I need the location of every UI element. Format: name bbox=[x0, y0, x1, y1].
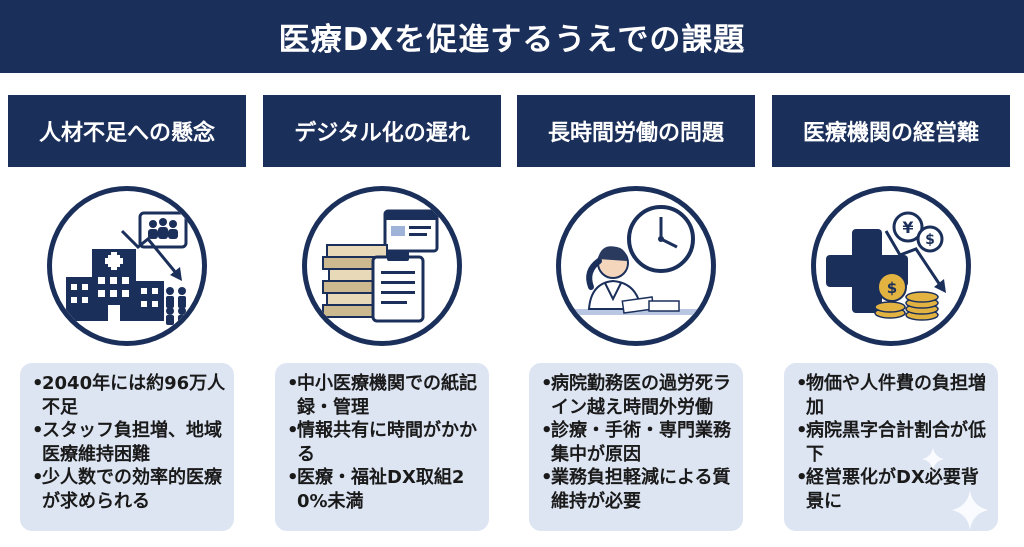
svg-text:¥: ¥ bbox=[902, 218, 913, 237]
bullet-item: 診療・手術・専門業務集中が原因 bbox=[541, 419, 735, 466]
issue-card: 中小医療機関での紙記録・管理 情報共有に時間がかかる 医療・福祉DX取組20%未… bbox=[275, 363, 489, 531]
bullet-item: 病院勤務医の過労死ライン越え時間外労働 bbox=[541, 372, 735, 419]
svg-text:$: $ bbox=[925, 232, 935, 248]
column-heading: デジタル化の遅れ bbox=[263, 95, 501, 167]
page-title: 医療DXを促進するうえでの課題 bbox=[0, 0, 1024, 73]
issue-column-digitalization: デジタル化の遅れ bbox=[263, 95, 501, 545]
bullet-item: 医療・福祉DX取組20%未満 bbox=[287, 466, 481, 513]
issue-column-staff-shortage: 人材不足への懸念 bbox=[8, 95, 246, 545]
column-heading: 長時間労働の問題 bbox=[517, 95, 755, 167]
issue-card: 物価や人件費の負担増加 病院黒字合計割合が低下 経営悪化がDX必要背景に bbox=[784, 363, 998, 531]
bullet-item: 情報共有に時間がかかる bbox=[287, 419, 481, 466]
issue-card: 2040年には約96万人不足 スタッフ負担増、地域医療維持困難 少人数での効率的… bbox=[20, 363, 234, 531]
hospital-staff-decline-icon bbox=[47, 186, 207, 346]
sparkle-icon bbox=[922, 447, 944, 471]
column-heading: 人材不足への懸念 bbox=[8, 95, 246, 167]
bullet-item: 病院黒字合計割合が低下 bbox=[796, 419, 990, 466]
paper-records-icon bbox=[302, 186, 462, 346]
issue-column-management: 医療機関の経営難 ¥ $ $ bbox=[772, 95, 1010, 545]
tired-doctor-clock-icon bbox=[556, 186, 716, 346]
svg-text:$: $ bbox=[887, 279, 897, 297]
bullet-item: 中小医療機関での紙記録・管理 bbox=[287, 372, 481, 419]
sparkle-icon bbox=[952, 490, 988, 530]
bullet-item: 2040年には約96万人不足 bbox=[32, 372, 226, 419]
bullet-item: 物価や人件費の負担増加 bbox=[796, 372, 990, 419]
medical-cross-money-icon: ¥ $ $ bbox=[811, 186, 971, 346]
bullet-item: スタッフ負担増、地域医療維持困難 bbox=[32, 419, 226, 466]
bullet-item: 業務負担軽減による質維持が必要 bbox=[541, 466, 735, 513]
bullet-item: 経営悪化がDX必要背景に bbox=[796, 466, 990, 513]
bullet-item: 少人数での効率的医療が求められる bbox=[32, 466, 226, 513]
issue-card: 病院勤務医の過労死ライン越え時間外労働 診療・手術・専門業務集中が原因 業務負担… bbox=[529, 363, 743, 531]
issue-column-long-hours: 長時間労働の問題 病院勤務医の過労死ライン越え時間外労働 診療・手術・専門業務集… bbox=[517, 95, 755, 545]
column-heading: 医療機関の経営難 bbox=[772, 95, 1010, 167]
